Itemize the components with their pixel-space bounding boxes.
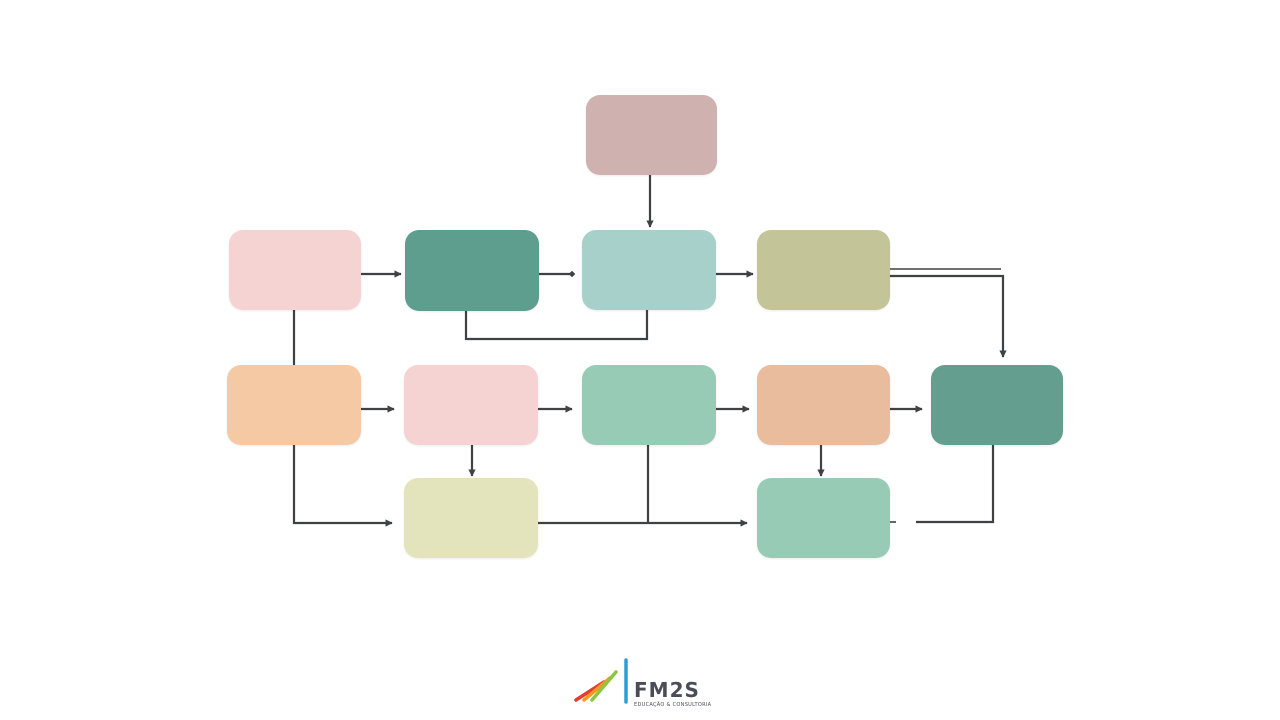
flow-node-row2-col5 — [931, 365, 1063, 445]
flow-node-row2-col3 — [582, 365, 716, 445]
flow-node-row1-col1 — [229, 230, 361, 310]
connector-r2c1-to-r3c2 — [292, 445, 393, 527]
connector-r1c2-r1c3-loop — [464, 310, 649, 341]
flow-node-row2-col1 — [227, 365, 361, 445]
flow-node-row3-col2 — [404, 478, 538, 558]
connector-r1c4-to-r2c5 — [890, 274, 1007, 358]
flow-node-row2-col4 — [757, 365, 890, 445]
logo-wordmark: FM2S — [634, 678, 700, 702]
flow-node-row2-col2 — [404, 365, 538, 445]
flow-node-row1-col3 — [582, 230, 716, 310]
bar-chart-logo-icon — [574, 658, 628, 704]
flow-node-top — [586, 95, 717, 175]
flow-node-row1-col2 — [405, 230, 539, 311]
logo-tagline: EDUCAÇÃO & CONSULTORIA — [634, 702, 712, 708]
flow-node-row3-col4 — [757, 478, 890, 558]
connector-r2c5-to-r3c4 — [916, 445, 995, 524]
flow-node-row1-col4 — [757, 230, 890, 310]
fm2s-logo: FM2S EDUCAÇÃO & CONSULTORIA — [574, 658, 712, 708]
